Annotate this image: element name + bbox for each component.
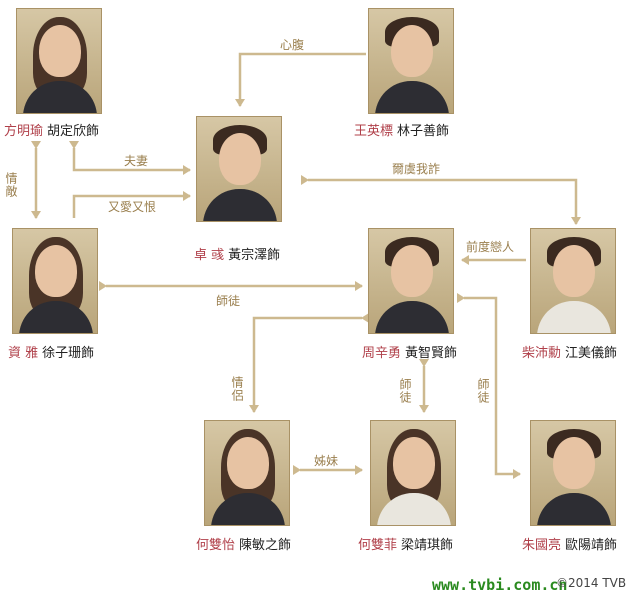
link-qinglv [249, 313, 369, 413]
role-name: 周辛勇 [362, 346, 402, 361]
actor-name: 江美儀飾 [565, 346, 618, 361]
relation-label-youai: 又愛又恨 [108, 200, 157, 214]
actor-name: 陳敏之飾 [239, 538, 292, 553]
actor-name: 林子善飾 [397, 124, 450, 139]
actor-name: 胡定欣飾 [47, 124, 100, 139]
relation-label-shitu-a: 師徒 [216, 294, 241, 308]
actor-name: 黃智賢飾 [405, 346, 458, 361]
role-name: 王英標 [354, 124, 394, 139]
role-name: 資 雅 [8, 346, 39, 361]
caption-zhuo: 卓 彧黃宗澤飾 [194, 248, 280, 264]
role-name: 柴沛勳 [522, 346, 562, 361]
portrait-chai [530, 228, 616, 334]
actor-name: 徐子珊飾 [42, 346, 95, 361]
portrait-zhu [530, 420, 616, 526]
portrait-fang [16, 8, 102, 114]
actor-name: 梁靖琪飾 [401, 538, 454, 553]
caption-heyi: 何雙怡陳敏之飾 [196, 538, 291, 554]
link-erlu [301, 175, 581, 225]
relation-label-erlu: 爾虞我詐 [392, 162, 441, 176]
link-xinfu [235, 52, 366, 107]
caption-fang: 方明瑜胡定欣飾 [4, 124, 99, 140]
portrait-zi [12, 228, 98, 334]
caption-zhu: 朱國亮歐陽靖飾 [522, 538, 617, 554]
role-name: 何雙怡 [196, 538, 236, 553]
link-fuqi [69, 141, 191, 175]
actor-name: 黃宗澤飾 [228, 248, 281, 263]
relation-label-xinfu: 心腹 [280, 38, 305, 52]
portrait-wang [368, 8, 454, 114]
copyright-text: ©2014 TVB [556, 576, 627, 590]
portrait-hefei [370, 420, 456, 526]
relation-label-shitu-c: 師徒 [476, 378, 490, 404]
role-name: 卓 彧 [194, 248, 225, 263]
portrait-zhou [368, 228, 454, 334]
caption-chai: 柴沛勳江美儀飾 [522, 346, 617, 362]
relation-label-qiandu: 前度戀人 [466, 240, 515, 254]
caption-hefei: 何雙菲梁靖琪飾 [358, 538, 453, 554]
role-name: 何雙菲 [358, 538, 398, 553]
link-shitu-c [457, 293, 521, 479]
role-name: 方明瑜 [4, 124, 44, 139]
site-watermark: www.tvbi.com.cn [432, 576, 568, 594]
caption-zhou: 周辛勇黃智賢飾 [362, 346, 457, 362]
relation-label-shitu-b: 師徒 [398, 378, 412, 404]
portrait-heyi [204, 420, 290, 526]
caption-zi: 資 雅徐子珊飾 [8, 346, 94, 362]
actor-name: 歐陽靖飾 [565, 538, 618, 553]
relation-label-fuqi: 夫妻 [124, 154, 149, 168]
caption-wang: 王英標林子善飾 [354, 124, 449, 140]
relation-label-qingdi: 情敵 [4, 172, 18, 198]
portrait-zhuo [196, 116, 282, 222]
link-youai [72, 191, 191, 218]
role-name: 朱國亮 [522, 538, 562, 553]
relation-label-qinglv: 情侶 [230, 376, 244, 402]
relation-label-meimei: 姊妹 [314, 454, 339, 468]
